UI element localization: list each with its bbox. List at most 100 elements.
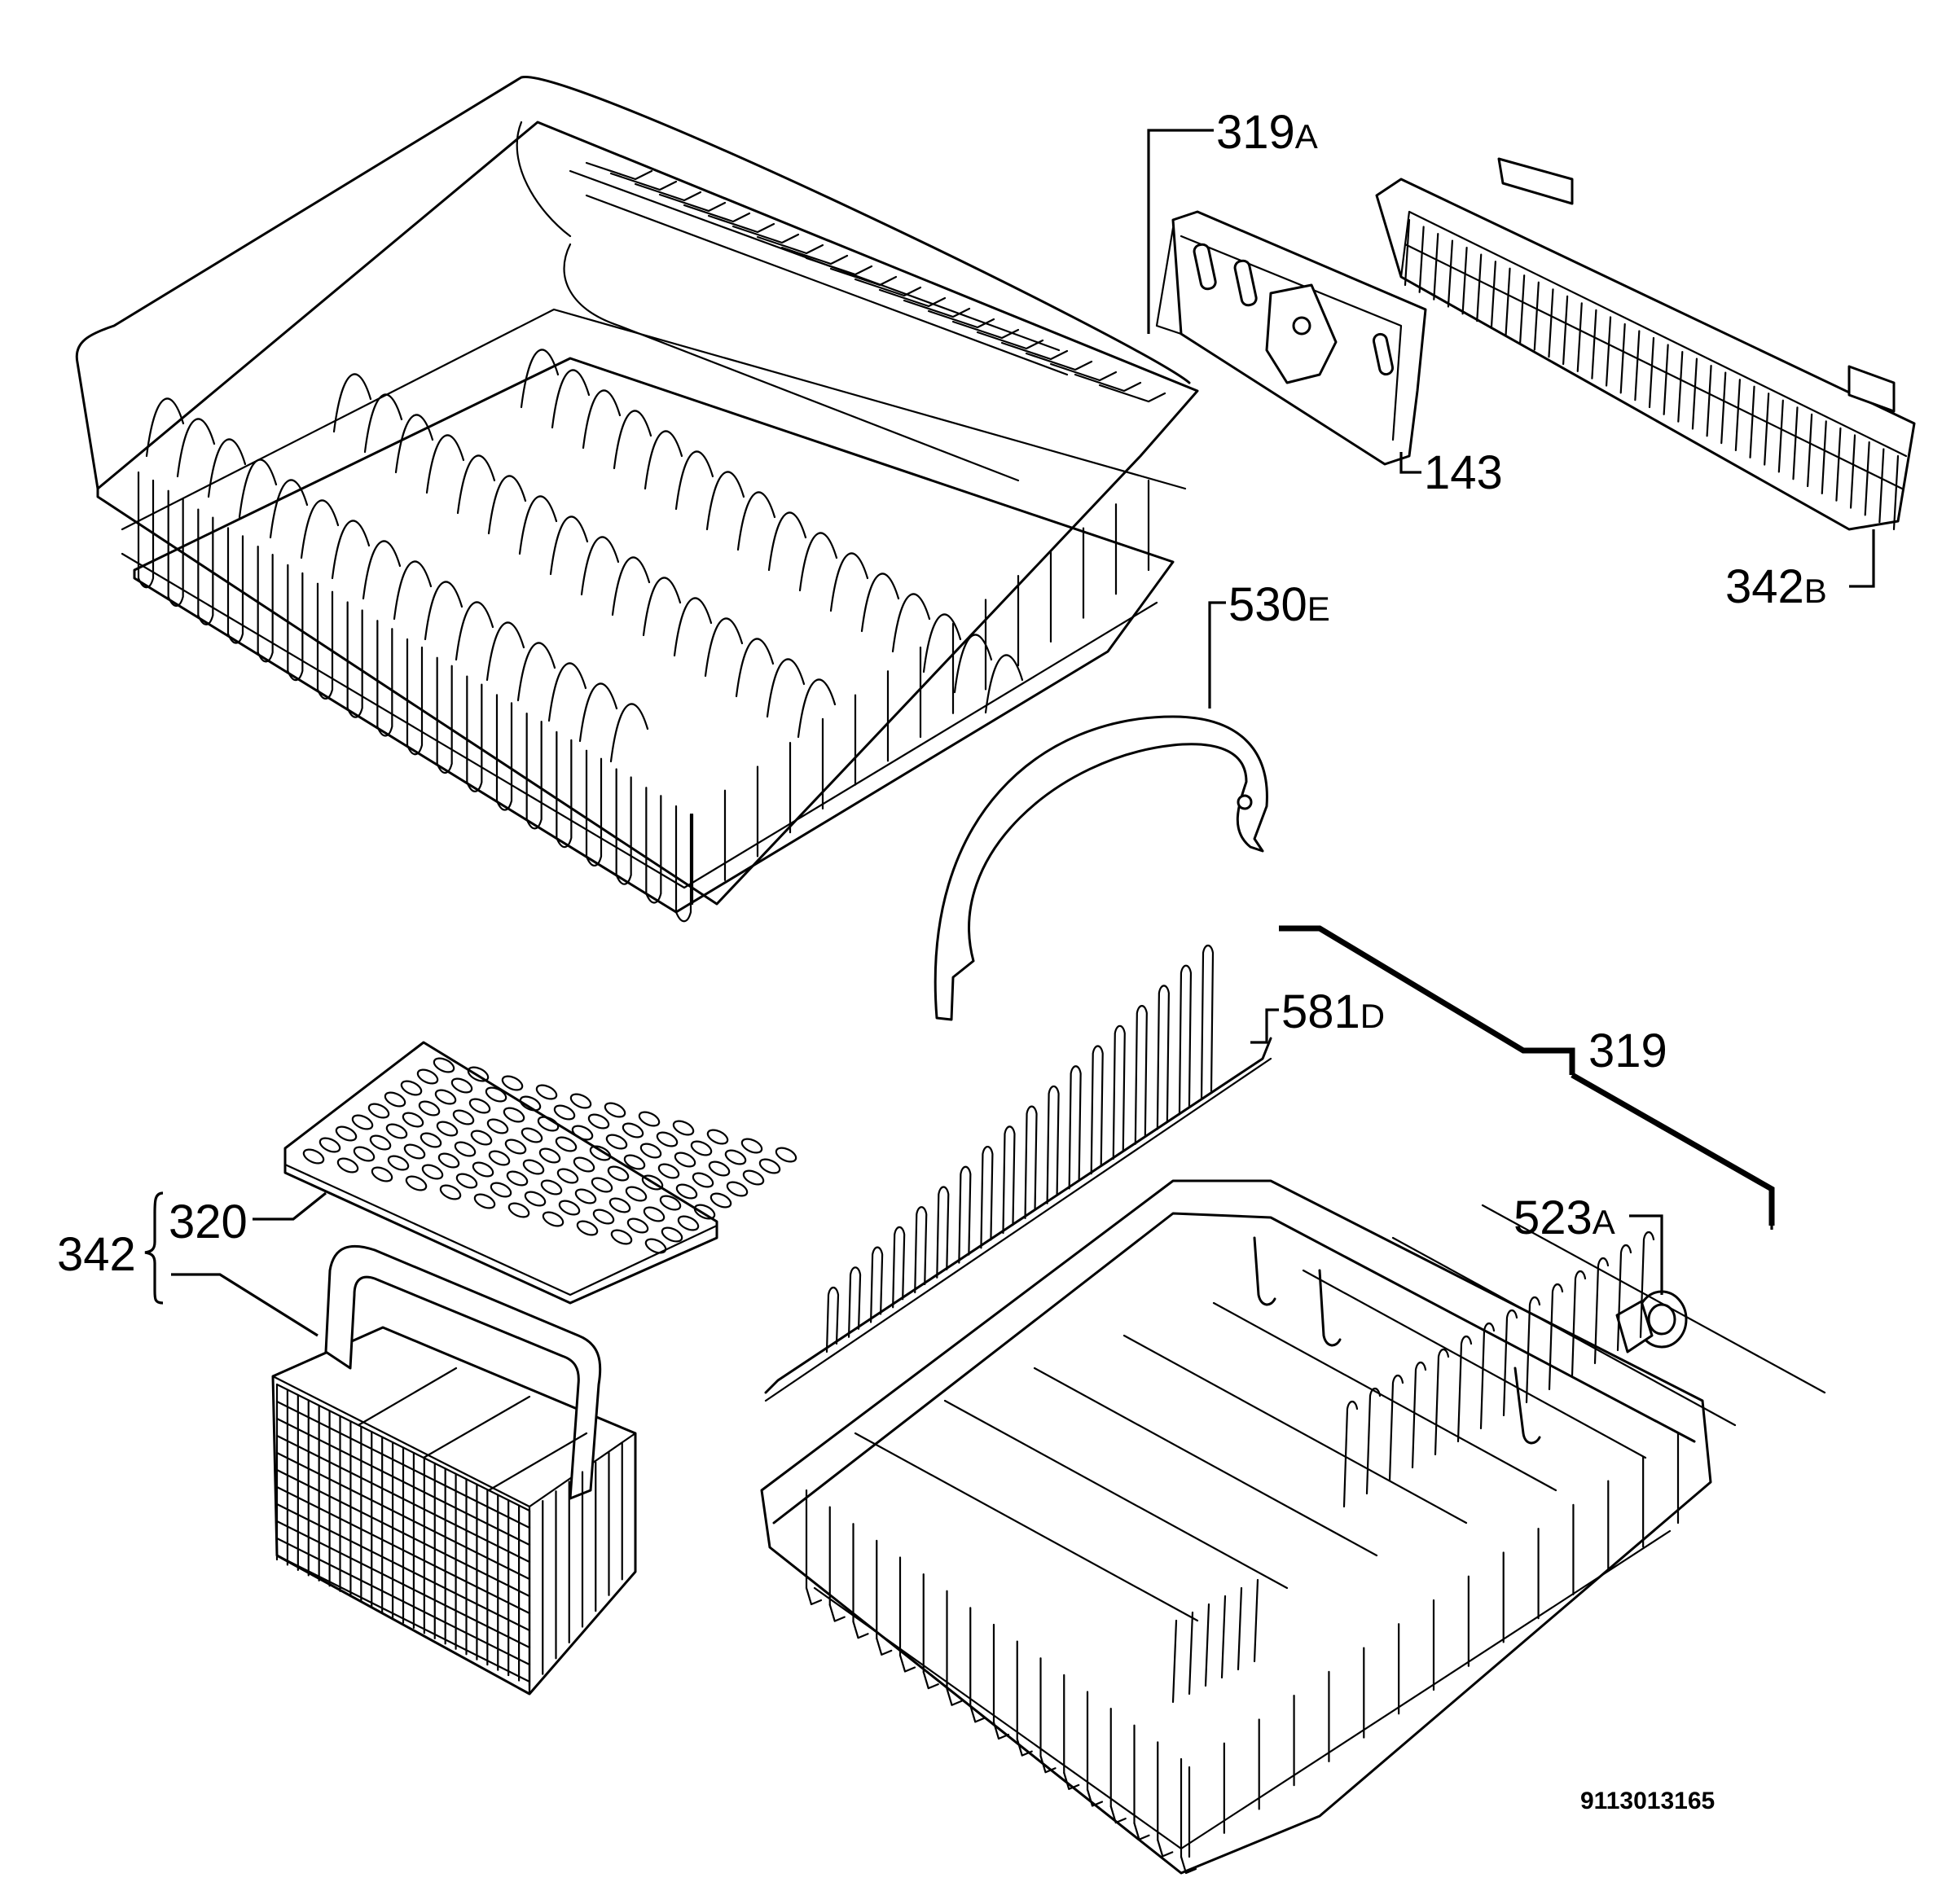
wire-stroke	[207, 438, 247, 498]
grid-hole	[519, 1095, 542, 1112]
wire-stroke	[1849, 434, 1856, 509]
label-523a: 523A	[1513, 1191, 1615, 1244]
wire-stroke	[1049, 362, 1118, 382]
wire-stroke	[1434, 1348, 1450, 1456]
wire-stroke	[547, 662, 587, 722]
grid-hole	[468, 1098, 491, 1114]
grid-hole	[622, 1122, 644, 1138]
wire-stroke	[1404, 243, 1904, 490]
grid-hole	[571, 1125, 594, 1141]
wire-stroke	[673, 597, 713, 657]
grid-hole	[488, 1150, 511, 1166]
wire-stroke	[275, 1520, 531, 1649]
wire-stroke	[1639, 1231, 1655, 1339]
grid-hole	[569, 1093, 592, 1109]
wire-stroke	[1749, 385, 1755, 458]
grid-hole	[507, 1202, 530, 1218]
lower-basket-rack	[760, 1179, 1826, 1875]
wire-stroke	[1619, 322, 1626, 394]
wire-stroke	[585, 161, 653, 181]
wire-stroke	[275, 1451, 531, 1581]
wire-stroke	[346, 609, 363, 718]
grid-hole	[677, 1215, 700, 1231]
wire-stroke	[984, 654, 1024, 714]
wire-stroke	[1098, 384, 1166, 403]
wire-stroke	[466, 683, 483, 792]
wire-stroke	[870, 1246, 884, 1323]
wire-stroke	[946, 1687, 963, 1706]
grid-hole	[558, 1200, 581, 1216]
wire-stroke	[1519, 274, 1526, 344]
wire-stroke	[1513, 1367, 1541, 1445]
wire-stroke	[518, 495, 558, 555]
wire-stroke	[1122, 1334, 1468, 1525]
wire-stroke	[176, 418, 216, 478]
grid-hole	[556, 1168, 579, 1184]
cutlery-basket-part	[271, 1244, 637, 1696]
wire-stroke	[1200, 944, 1215, 1101]
wire-stroke	[1576, 302, 1583, 372]
grid-hole	[452, 1109, 475, 1125]
wire-stroke	[829, 552, 869, 612]
wire-stroke	[422, 1395, 531, 1459]
wire-stroke	[487, 475, 527, 535]
wire-stroke	[1302, 1269, 1647, 1459]
wire-stroke	[1404, 218, 1411, 287]
rack-holder-part	[1155, 210, 1427, 466]
label-319: 319	[1588, 1024, 1667, 1077]
wire-stroke	[878, 288, 947, 308]
wire-stroke	[425, 434, 465, 494]
grid-hole	[521, 1127, 543, 1143]
wire-stroke	[780, 246, 849, 265]
grid-hole	[589, 1145, 612, 1161]
wire-stroke	[1180, 1855, 1197, 1875]
wire-stroke	[898, 1654, 916, 1673]
wire-stroke	[376, 628, 393, 737]
wire-stroke	[525, 721, 543, 830]
grid-hole	[605, 1134, 628, 1150]
grid-hole	[672, 1120, 695, 1136]
grid-hole	[775, 1147, 797, 1163]
grid-hole	[587, 1113, 610, 1130]
wire-stroke	[1525, 1296, 1541, 1404]
wire-stroke	[580, 536, 620, 596]
wire-stroke	[1878, 448, 1885, 524]
grid-hole	[501, 1075, 524, 1091]
wire-stroke	[167, 498, 184, 608]
label-143: 143	[1424, 446, 1503, 499]
wire-stroke	[332, 373, 372, 433]
grid-hole	[555, 1136, 578, 1152]
wire-stroke	[1447, 239, 1454, 308]
grid-hole	[405, 1175, 428, 1191]
grid-hole	[604, 1102, 626, 1118]
grid-hole	[608, 1197, 631, 1213]
grid-hole	[644, 1238, 667, 1254]
wire-stroke	[644, 430, 683, 490]
wire-stroke	[1548, 1283, 1564, 1391]
grid-hole	[454, 1141, 477, 1157]
wire-stroke	[1502, 1309, 1518, 1417]
wire-stroke	[1720, 371, 1727, 445]
wire-stroke	[1490, 261, 1496, 330]
grid-hole	[708, 1160, 731, 1177]
grid-hole	[490, 1182, 512, 1198]
wire-stroke	[767, 511, 807, 572]
wire-stroke	[1807, 413, 1813, 488]
wire-stroke	[1204, 1603, 1210, 1687]
grid-hole	[353, 1146, 376, 1162]
wire-stroke	[1002, 1125, 1016, 1235]
wire-stroke	[704, 617, 744, 678]
grid-hole	[455, 1173, 478, 1189]
wire-stroke	[1562, 295, 1569, 366]
wire-stroke	[275, 1434, 531, 1564]
wire-stroke	[1365, 1387, 1382, 1495]
wire-stroke	[1133, 1822, 1150, 1840]
grid-hole	[610, 1229, 633, 1245]
grid-hole	[643, 1206, 666, 1222]
wire-stroke	[847, 1266, 862, 1338]
wire-stroke	[1616, 1244, 1632, 1352]
wire-stroke	[275, 1400, 531, 1529]
wire-stroke	[1456, 1335, 1473, 1443]
wire-stroke	[1220, 1595, 1227, 1679]
grid-hole	[607, 1165, 630, 1182]
